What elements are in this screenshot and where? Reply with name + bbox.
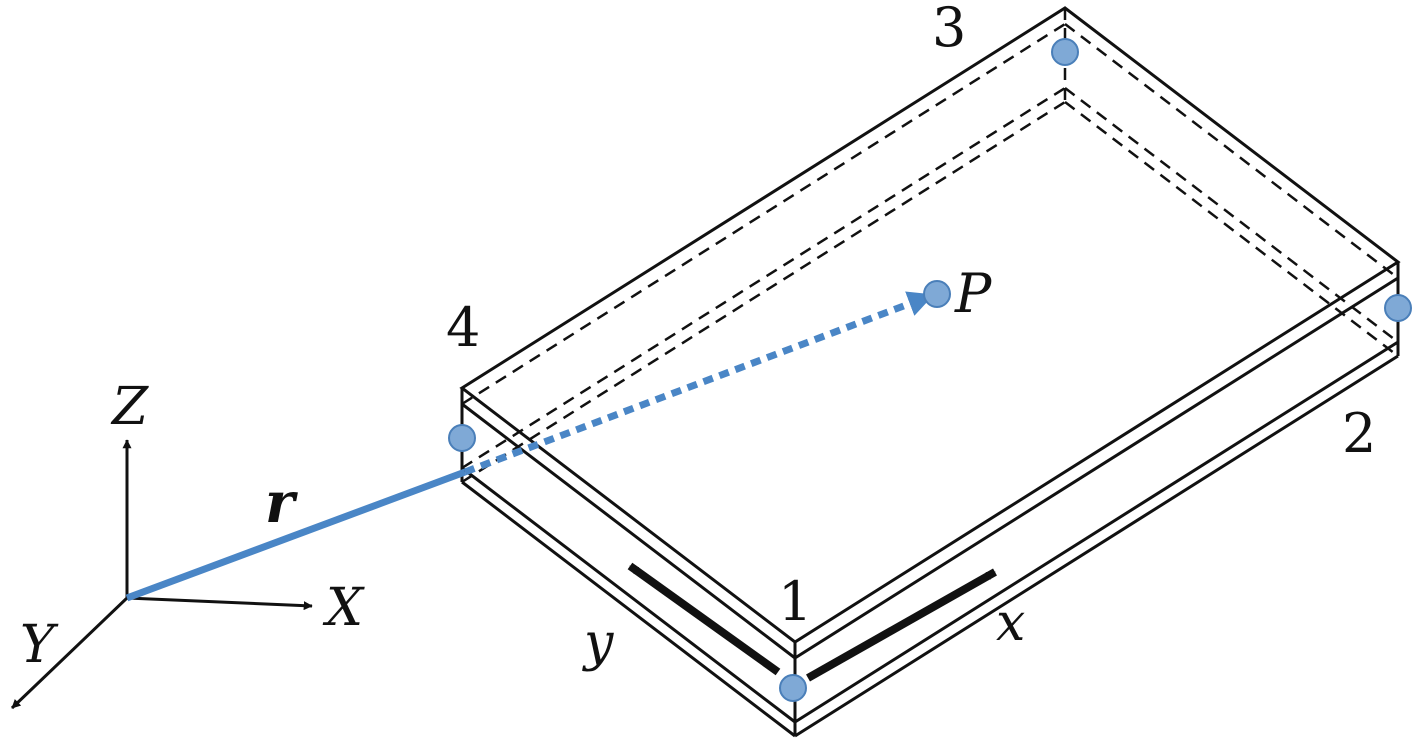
- label-point-p: P: [954, 262, 993, 325]
- edge-layer-left: [461, 466, 796, 724]
- global-x-axis: [126, 596, 313, 611]
- label-local-y: y: [582, 613, 614, 673]
- edge-mid-left: [461, 402, 796, 660]
- hidden-back-left-1: [461, 22, 1066, 406]
- local-x-axis: [806, 568, 997, 682]
- position-vector-dotted: [463, 291, 935, 476]
- hidden-back-right-2: [1064, 87, 1399, 343]
- label-position-vector-r: r: [265, 470, 298, 536]
- edge-bottom-left: [461, 480, 796, 738]
- label-local-x: x: [996, 593, 1025, 653]
- label-global-x: X: [322, 578, 365, 638]
- label-global-y: Y: [20, 615, 59, 675]
- node-3: [1051, 38, 1079, 66]
- label-corner-1: 1: [778, 570, 812, 633]
- hidden-back-right-1: [1064, 23, 1399, 279]
- global-y-axis: [10, 596, 129, 710]
- label-corner-3: 3: [932, 0, 966, 59]
- plate-top-face: [459, 6, 1401, 644]
- edge-layer-right: [794, 340, 1399, 724]
- node-4: [448, 424, 476, 452]
- label-global-z: Z: [110, 377, 149, 437]
- label-corner-4: 4: [446, 296, 480, 359]
- node-1: [779, 674, 807, 702]
- global-axes: [10, 439, 313, 710]
- plate-hidden-edges: [461, 8, 1399, 484]
- edge-mid-right: [794, 276, 1399, 660]
- nodes: [448, 38, 1412, 702]
- hidden-back-right-3: [1064, 101, 1399, 357]
- label-corner-2: 2: [1342, 402, 1376, 465]
- local-axes: [627, 562, 997, 682]
- node-p: [923, 280, 951, 308]
- edge-bottom-right: [794, 354, 1399, 738]
- node-2: [1384, 294, 1412, 322]
- position-vector-r: [125, 468, 467, 602]
- local-y-axis: [627, 562, 781, 676]
